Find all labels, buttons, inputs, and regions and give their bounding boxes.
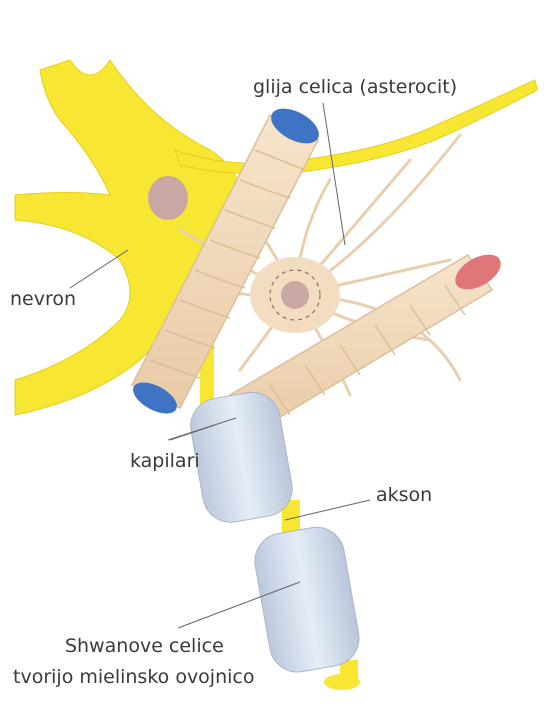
label-capillaries: kapilari <box>130 452 200 471</box>
glia-nucleus <box>281 281 309 309</box>
label-axon: akson <box>376 486 432 505</box>
myelin-segment-2 <box>250 523 363 677</box>
label-schwann-line1: Shwanove celice <box>65 637 224 656</box>
label-neuron: nevron <box>10 290 76 309</box>
neuron-nucleus <box>148 176 188 220</box>
label-glia-cell: glija celica (asterocit) <box>253 78 457 97</box>
label-schwann-line2: tvorijo mielinsko ovojnico <box>13 668 254 687</box>
